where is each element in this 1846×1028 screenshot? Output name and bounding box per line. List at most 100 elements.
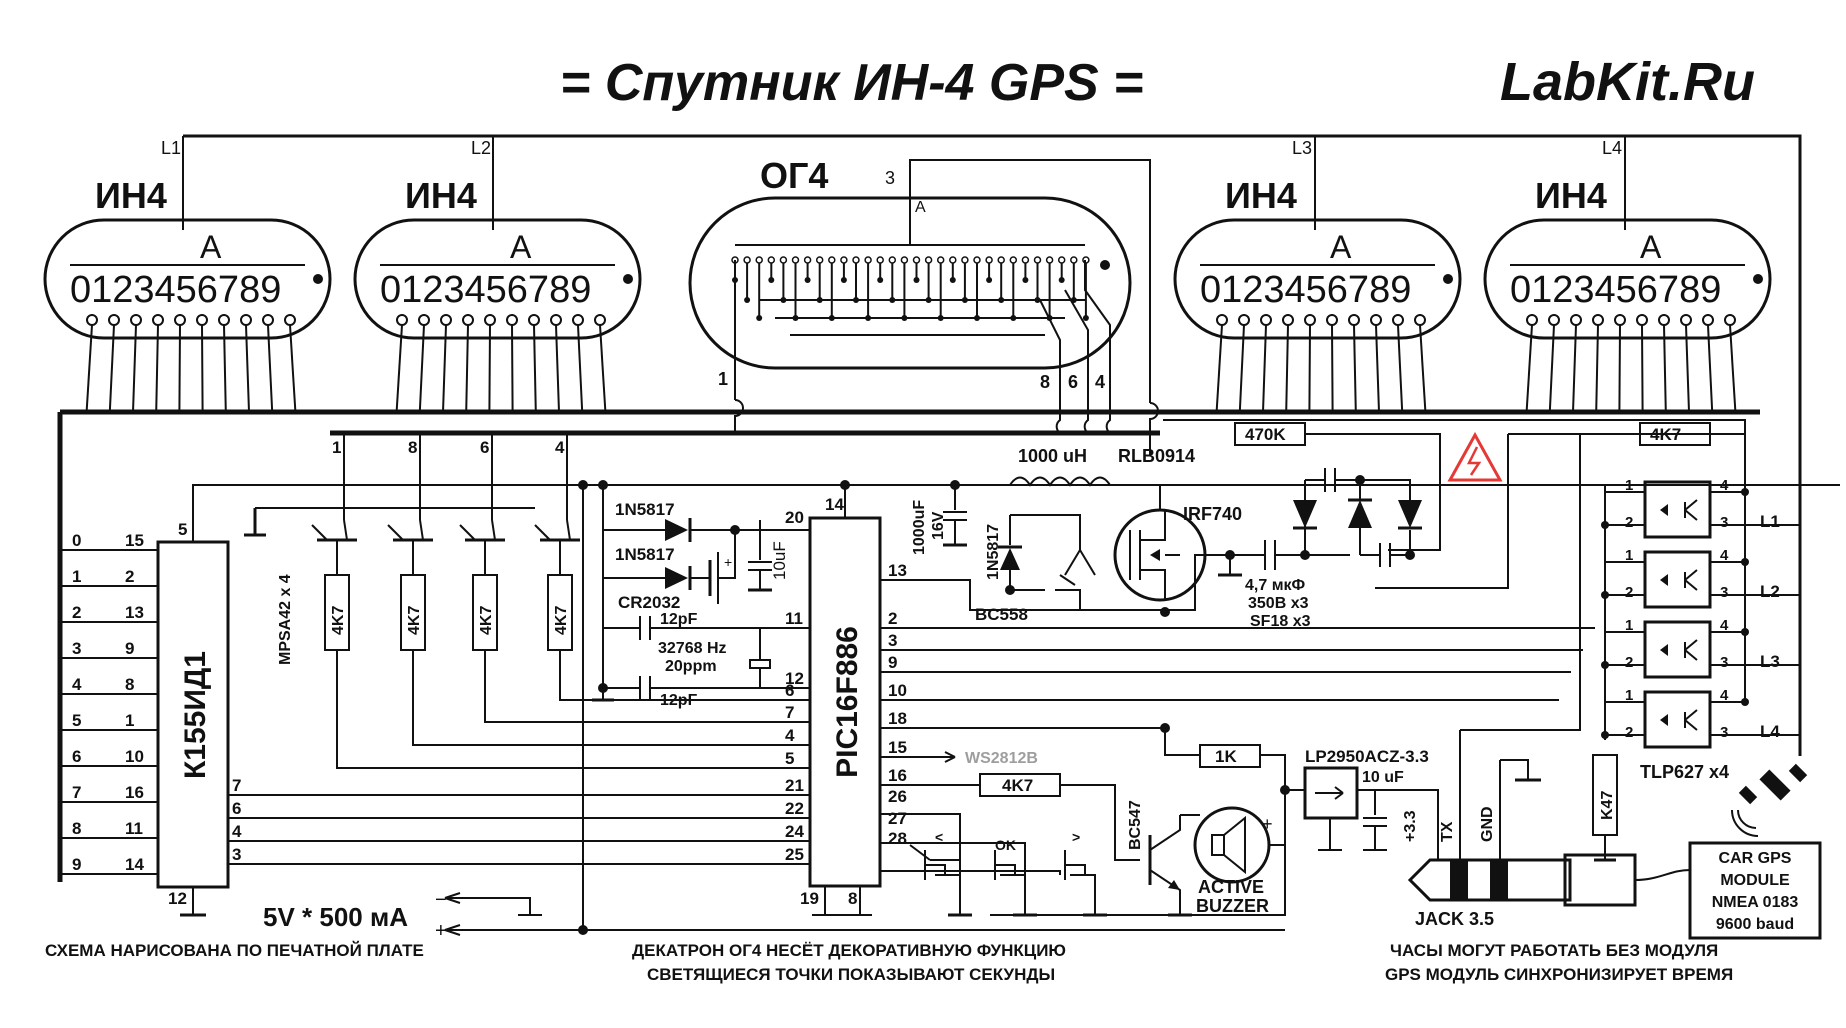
tube-pin (1658, 314, 1670, 326)
decoder-digit-label: 7 (72, 783, 81, 802)
tube-pin (1392, 314, 1404, 326)
tube-pin-lead (223, 324, 227, 413)
supply-plus: + (435, 920, 447, 942)
opto-pin-4: 4 (1720, 687, 1729, 704)
tube-pin-lead (395, 324, 403, 413)
tube-pin (1614, 314, 1626, 326)
c10uf-label: 10uF (770, 541, 789, 580)
tube-name: ИН4 (1225, 175, 1297, 216)
og4-cathode-node (986, 277, 993, 283)
anode-label: A (1640, 229, 1662, 265)
og4-cathode-node (768, 277, 775, 283)
og4-cathode-pin (840, 256, 848, 264)
d3-label: 1N5817 (985, 524, 1002, 580)
mcu-bottom-pin-19: 19 (800, 889, 819, 908)
og4-cathode-node (744, 297, 751, 303)
tube-pin-lead (1729, 324, 1737, 413)
button-left[interactable]: < (924, 829, 946, 880)
mcu-right-pin-number: 18 (888, 709, 907, 728)
pnp-label: BC558 (975, 605, 1028, 624)
tube-pin-lead (1641, 324, 1644, 413)
og4-cathode-pin (1021, 256, 1030, 264)
mcu-left-pin-number: 6 (785, 681, 794, 700)
anode-label: A (200, 229, 222, 265)
og4-cathode-pin (755, 256, 763, 264)
decoder-gnd-pin: 12 (168, 889, 187, 908)
opto-pin-4: 4 (1720, 617, 1729, 634)
opto-input-wire (1605, 561, 1645, 596)
og4-cathode-pin (1033, 256, 1042, 264)
supply-label: 5V * 500 мА (263, 902, 408, 932)
opto-pin-2: 2 (1625, 584, 1633, 601)
og4-cathode-pin (828, 256, 836, 264)
mcu-right-pin-number: 2 (888, 609, 897, 628)
tube-pin-lead (1285, 324, 1289, 413)
decoder-out-pin: 3 (232, 845, 241, 864)
transistor-pin: 1 (332, 438, 341, 457)
mcu-left-pin-number: 25 (785, 845, 804, 864)
tube-pin (418, 314, 430, 326)
tube-pin-lead (245, 324, 250, 413)
opto-switch (1684, 499, 1698, 521)
og4-cathode-node (913, 277, 920, 283)
opto-led (1660, 504, 1668, 516)
opto-body (1643, 550, 1712, 609)
tube-line-label: L1 (161, 138, 181, 158)
tube-pin (1592, 314, 1604, 326)
button-right-label: > (1072, 829, 1080, 845)
tube-pin (86, 314, 98, 326)
buzzer-plus: + (1262, 814, 1273, 834)
og4-cathode-pin (973, 256, 981, 264)
og4-dekatron: ОГ4 3 A 1 8 6 4 (688, 155, 1151, 412)
transistor-pin: 4 (555, 438, 565, 457)
og4-cathode-node (1022, 277, 1029, 283)
top-rail (183, 134, 1802, 756)
decoder-digit-label: 4 (72, 675, 82, 694)
tube-pin-lead (1262, 324, 1267, 413)
opto-pin-4: 4 (1720, 477, 1729, 494)
tube-pin-lead (201, 324, 204, 413)
button-right[interactable]: > (1064, 829, 1086, 880)
tube-pin (506, 314, 518, 326)
decoder-out-pin: 4 (232, 822, 242, 841)
opto-led (1660, 714, 1668, 726)
opto-pin-2: 2 (1625, 724, 1633, 741)
tube-pin (1702, 314, 1714, 326)
opto-body (1643, 690, 1712, 749)
tube-pin-lead (1238, 324, 1245, 413)
tube-line-label: L4 (1602, 138, 1622, 158)
og4-cathode-pin (803, 256, 812, 264)
tube-pin-lead (418, 324, 425, 413)
mult-cap-v-label: 350В х3 (1248, 595, 1309, 612)
gps-module: CAR GPS MODULE NMEA 0183 9600 baud (1688, 841, 1822, 940)
decoder-digit-label: 2 (72, 603, 81, 622)
tube-digits: 0123456789 (1200, 269, 1411, 311)
gps-line-2: MODULE (1720, 872, 1790, 889)
tube-pin (130, 314, 142, 326)
opto-pin-1: 1 (1625, 547, 1633, 564)
opto-pin-3: 3 (1720, 654, 1728, 671)
buzzer-line-2: BUZZER (1196, 896, 1269, 916)
tube-pin (1414, 314, 1426, 326)
opto-pin-1: 1 (1625, 687, 1633, 704)
og4-cathode-pin (936, 256, 945, 264)
active-buzzer: ACTIVE BUZZER + (1180, 806, 1285, 916)
mcu-right-pin-number: 3 (888, 631, 897, 650)
base-drive-wire (412, 650, 810, 746)
inductor-label: 1000 uH (1018, 446, 1087, 466)
r1k-label: 1K (1215, 747, 1237, 766)
transistor-pin: 8 (408, 438, 417, 457)
buzzer-line-1: ACTIVE (1198, 877, 1264, 897)
og4-anode-label: A (915, 199, 926, 216)
mcu-right-pin-number: 26 (888, 787, 907, 806)
r470k-label: 470K (1245, 425, 1286, 444)
c12pf-b-label: 12pF (660, 692, 698, 709)
og4-cathode-node (1082, 315, 1089, 321)
gps-line-3: NMEA 0183 (1712, 894, 1799, 911)
r4k7-mid-label: 4K7 (1002, 776, 1033, 795)
og4-cathode-pin (912, 256, 921, 264)
button-ok[interactable]: OK (994, 837, 1016, 880)
